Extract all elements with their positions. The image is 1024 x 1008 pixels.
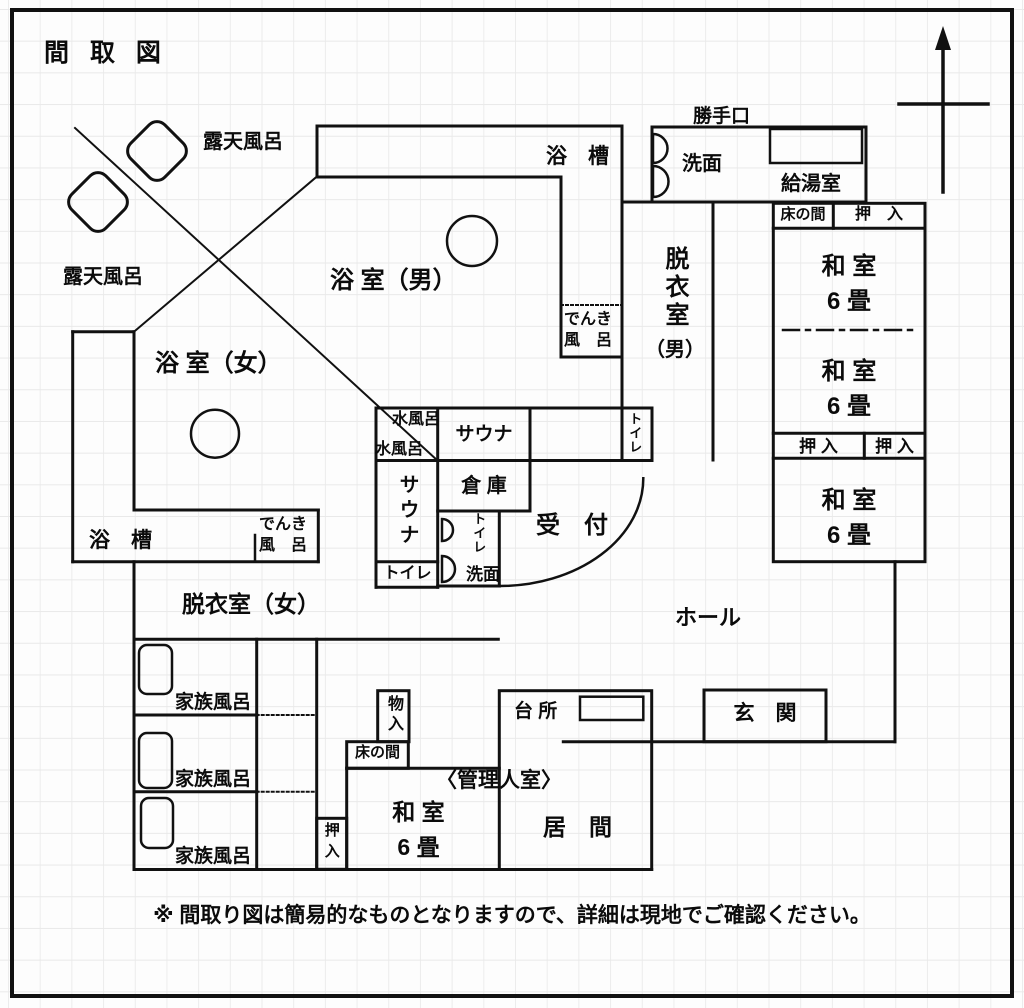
service-room-walls	[620, 125, 868, 462]
label-womens-bathroom: 浴 室（女）	[155, 350, 282, 377]
label-mens-sauna: サウナ	[455, 424, 513, 445]
label-back-door: 勝手口	[693, 106, 751, 127]
label-family-bath-2: 家族風呂	[175, 769, 252, 790]
label-family-bath-1: 家族風呂	[175, 692, 252, 713]
label-manager-room-title: 〈管理人室〉	[436, 769, 562, 792]
label-kitchen: 台 所	[514, 701, 558, 722]
door-swing-2	[651, 164, 670, 199]
diagonal-wall-b	[132, 175, 319, 334]
north-arrow-head	[935, 26, 951, 50]
family-tub-1	[137, 643, 174, 696]
label-storage: 倉 庫	[461, 475, 507, 497]
label-toilet-womens: トイレ	[383, 565, 432, 582]
service-counter	[768, 127, 864, 165]
womens-bath-walls	[71, 330, 320, 564]
womens-bath-circle	[189, 408, 241, 459]
label-storage-small: 物入	[385, 695, 402, 735]
label-mens-bathroom: 浴 室（男）	[330, 267, 457, 294]
label-closet-guest-top: 押 入	[854, 206, 903, 223]
label-tokonoma-guest: 床の間	[780, 206, 826, 223]
outdoor-tub-1	[126, 120, 188, 182]
label-reception: 受 付	[536, 512, 608, 539]
label-family-bath-3: 家族風呂	[175, 846, 252, 867]
label-womens-bathtub: 浴 槽	[89, 529, 152, 552]
label-japanese-room-3: 和 室 6 畳	[821, 487, 877, 549]
family-tub-2	[137, 731, 174, 790]
hall-walls	[561, 560, 897, 744]
label-mens-electric-bath: でんき 風 呂	[564, 311, 613, 349]
outdoor-tub-2	[67, 171, 129, 233]
label-closet-manager: 押入	[322, 822, 340, 864]
label-japanese-room-2: 和 室 6 畳	[821, 358, 877, 420]
door-swing-1	[651, 132, 669, 165]
label-japanese-room-1: 和 室 6 畳	[821, 253, 877, 315]
mens-bath-circle	[445, 214, 499, 268]
reception-door-arc	[498, 477, 645, 588]
sauna-block-walls	[374, 406, 654, 589]
label-womens-changing-room: 脱衣室（女）	[182, 591, 320, 617]
label-mens-changing-room-suffix: （男）	[645, 339, 705, 361]
label-womens-electric-bath: でんき 風 呂	[259, 516, 308, 554]
page-border	[10, 8, 1014, 998]
family-tub-3	[139, 796, 175, 850]
label-open-air-bath-lower: 露天風呂	[63, 266, 143, 288]
guest-rooms-walls	[771, 201, 927, 564]
label-tokonoma-manager: 床の間	[354, 744, 400, 761]
label-hall: ホール	[675, 605, 742, 630]
footnote-text: ※ 間取り図は簡易的なものとなりますので、詳細は現地でご確認ください。	[153, 904, 871, 927]
label-toilet-center: トイレ	[471, 512, 487, 554]
mens-bath-walls	[315, 124, 624, 462]
label-mens-changing-room: 脱衣室	[661, 246, 688, 330]
north-compass	[897, 26, 990, 194]
label-hot-water-room: 給湯室	[781, 173, 841, 195]
label-open-air-bath-upper: 露天風呂	[203, 131, 283, 153]
label-toilet-mens-changing: トイレ	[627, 412, 643, 454]
door-swing-4	[440, 554, 457, 584]
oshiire-box	[315, 816, 349, 871]
label-closet-mid-left: 押 入	[799, 437, 838, 456]
label-womens-sauna: サウナ	[396, 474, 418, 549]
entrance-box	[702, 688, 828, 744]
manager-suite-walls	[315, 689, 654, 872]
label-cold-bath-upper: 水風呂	[392, 411, 441, 428]
label-living-room: 居 間	[543, 814, 612, 840]
label-washstand-top: 洗面	[682, 153, 722, 175]
label-mens-bathtub: 浴 槽	[546, 145, 609, 168]
open-air-bath-area	[67, 120, 440, 463]
door-swing-3	[440, 517, 455, 543]
label-japanese-room-manager: 和 室 6 畳	[392, 799, 445, 860]
label-washstand-center: 洗面	[466, 565, 500, 584]
label-cold-bath-lower: 水風呂	[375, 441, 424, 458]
diagonal-wall-a	[73, 126, 440, 463]
kitchen-sink	[578, 695, 645, 722]
kitchen-block	[497, 689, 654, 872]
label-entrance: 玄 関	[733, 702, 797, 725]
page-title: 間 取 図	[44, 39, 168, 67]
label-closet-mid-right: 押 入	[875, 437, 914, 456]
